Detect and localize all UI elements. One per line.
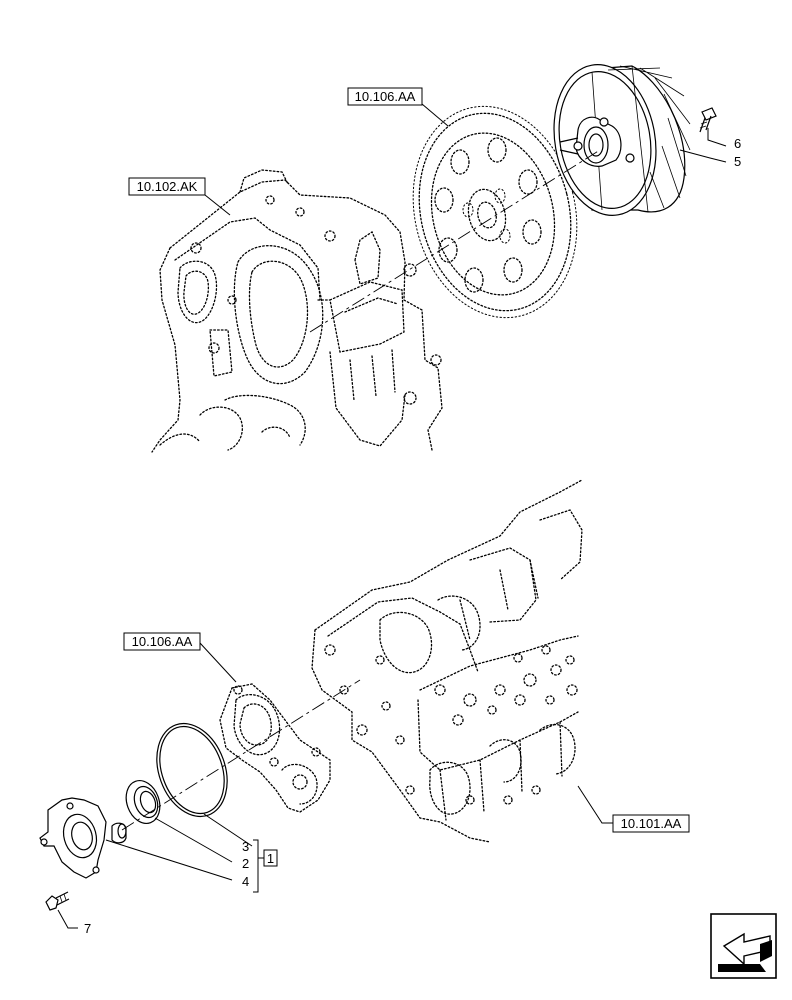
centerline-top bbox=[309, 149, 601, 333]
front-cover-ghost bbox=[219, 683, 331, 813]
ref-box-cover: 10.106.AA bbox=[123, 632, 237, 683]
ref-box-housing: 10.102.AK bbox=[128, 177, 231, 216]
kit-label: 1 bbox=[267, 851, 274, 866]
ref-box-block: 10.101.AA bbox=[577, 785, 690, 833]
ref-box-gear-cover: 10.106.AA bbox=[347, 87, 449, 127]
flywheel-housing-ghost bbox=[151, 169, 443, 453]
callout-2-label: 2 bbox=[242, 856, 249, 871]
ref-label-cover: 10.106.AA bbox=[132, 634, 193, 649]
damper-part-5 bbox=[553, 64, 691, 216]
ref-label-housing: 10.102.AK bbox=[137, 179, 198, 194]
callout-7-label: 7 bbox=[84, 921, 91, 936]
callout-3-label: 3 bbox=[242, 839, 249, 854]
kit-bracket: 1 bbox=[253, 839, 278, 893]
o-ring-part-3 bbox=[156, 722, 228, 818]
callout-3: 3 bbox=[203, 813, 253, 854]
callout-6: 6 bbox=[707, 128, 741, 151]
centerline-bottom bbox=[121, 679, 361, 831]
callout-5: 5 bbox=[679, 149, 741, 169]
callout-6-label: 6 bbox=[734, 136, 741, 151]
arrow-back-icon[interactable] bbox=[710, 913, 777, 979]
callout-5-label: 5 bbox=[734, 154, 741, 169]
ref-label-gear-cover: 10.106.AA bbox=[355, 89, 416, 104]
callout-4: 4 bbox=[105, 839, 249, 889]
seal-part-2 bbox=[125, 780, 161, 824]
callout-7: 7 bbox=[57, 909, 91, 936]
ref-label-block: 10.101.AA bbox=[621, 816, 682, 831]
callout-2: 2 bbox=[154, 817, 249, 871]
bolt-part-6 bbox=[699, 107, 717, 133]
flywheel-gear-ghost bbox=[412, 105, 578, 319]
engine-block-ghost bbox=[311, 479, 583, 843]
bolt-part-7 bbox=[45, 891, 70, 911]
cover-plate-part-4 bbox=[39, 797, 127, 879]
callout-4-label: 4 bbox=[242, 874, 249, 889]
